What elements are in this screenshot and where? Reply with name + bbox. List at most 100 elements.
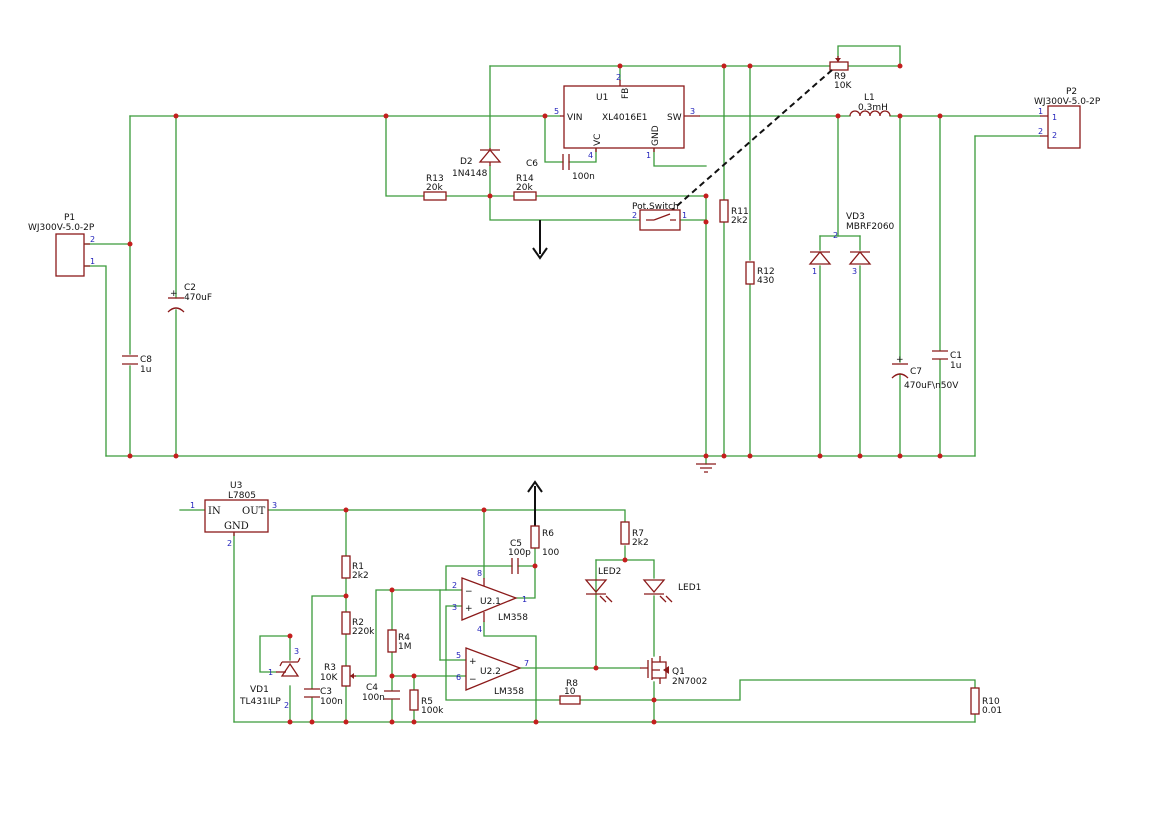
opamp-u2-2: U2.2 LM358 + − 5 6 7 xyxy=(456,647,529,697)
r14-value: 20k xyxy=(516,183,533,193)
arrow-down xyxy=(532,220,548,260)
u3-pin3: 3 xyxy=(272,501,277,510)
u22-pin6: 6 xyxy=(456,673,461,682)
c4-ref: C4 xyxy=(366,683,378,693)
q1-value: 2N7002 xyxy=(672,677,707,687)
capacitor-c5: C5 100p xyxy=(508,539,531,574)
resistor-r1: R1 2k2 xyxy=(341,555,369,581)
led2-ref: LED2 xyxy=(598,567,621,577)
r14-ref: R14 xyxy=(516,174,534,184)
c7-ref: C7 xyxy=(910,367,922,377)
pot-switch-pin1: 1 xyxy=(682,211,687,220)
u21-pin1: 1 xyxy=(522,595,527,604)
r2-ref: R2 xyxy=(352,618,364,628)
r3-ref: R3 xyxy=(324,663,336,673)
vd3-pin3: 3 xyxy=(852,267,857,276)
pot-switch-pin2: 2 xyxy=(632,211,637,220)
c8-ref: C8 xyxy=(140,355,152,365)
u22-pin5: 5 xyxy=(456,651,461,660)
u21-plus: + xyxy=(465,604,473,614)
r7-value: 2k2 xyxy=(632,538,649,548)
r11-ref: R11 xyxy=(731,207,749,217)
p1-pin2: 2 xyxy=(90,235,95,244)
opamp-u2-1: U2.1 LM358 − + 2 3 1 8 4 xyxy=(452,569,528,634)
u1-value: XL4016E1 xyxy=(602,113,648,123)
r12-ref: R12 xyxy=(757,267,775,277)
vd1-value: TL431ILP xyxy=(239,697,281,707)
potentiometer-r3: R3 10K xyxy=(320,663,356,687)
resistor-r5: R5 100k xyxy=(409,689,444,716)
r1-value: 2k2 xyxy=(352,571,369,581)
capacitor-c8: C8 1u xyxy=(122,355,152,375)
c5-ref: C5 xyxy=(510,539,522,549)
p1-ref: P1 xyxy=(64,213,75,223)
resistor-r13: R13 20k xyxy=(423,174,447,201)
r10-value: 0.01 xyxy=(982,706,1002,716)
pot-switch: Pot.Switch 2 1 xyxy=(632,202,687,231)
r7-ref: R7 xyxy=(632,529,644,539)
u22-ref: U2.2 xyxy=(480,667,501,677)
r13-value: 20k xyxy=(426,183,443,193)
r9-ref: R9 xyxy=(834,72,846,82)
capacitor-c7: + C7 470uF\n50V xyxy=(891,355,959,391)
c1-ref: C1 xyxy=(950,351,962,361)
r6-value: 100 xyxy=(542,548,559,558)
vd1-pin3: 3 xyxy=(294,647,299,656)
r13-ref: R13 xyxy=(426,174,444,184)
inductor-l1: L1 0.3mH xyxy=(849,93,891,117)
r6-ref: R6 xyxy=(542,529,554,539)
c2-polarity: + xyxy=(170,289,178,299)
c6-ref: C6 xyxy=(526,159,538,169)
u3-out-label: OUT xyxy=(242,506,266,517)
c5-value: 100p xyxy=(508,548,531,558)
resistor-r8: R8 10 xyxy=(559,679,581,705)
u1-gnd-label: GND xyxy=(651,125,661,146)
u22-minus: − xyxy=(469,675,477,685)
mosfet-q1: Q1 2N7002 xyxy=(640,656,707,687)
vd3-pin2: 2 xyxy=(833,231,838,240)
u1-ref: U1 xyxy=(596,93,608,103)
c6-value: 100n xyxy=(572,172,595,182)
r11-value: 2k2 xyxy=(731,216,748,226)
ground-symbol xyxy=(696,463,716,473)
u3-gnd-label: GND xyxy=(224,521,249,532)
p2-value: WJ300V-5.0-2P xyxy=(1034,97,1101,107)
c4-value: 100n xyxy=(362,693,385,703)
resistor-r12: R12 430 xyxy=(745,261,775,286)
resistor-r7: R7 2k2 xyxy=(620,521,649,548)
vd1-ref: VD1 xyxy=(250,685,269,695)
u3-value: L7805 xyxy=(228,491,256,501)
u1-pin3: 3 xyxy=(690,107,695,116)
r9-value: 10K xyxy=(834,81,852,91)
u21-pin4: 4 xyxy=(477,625,482,634)
r8-value: 10 xyxy=(564,687,576,697)
capacitor-c3: C3 100n xyxy=(304,687,343,707)
u1-pin2: 2 xyxy=(616,73,621,82)
c7-value: 470uF\n50V xyxy=(904,381,959,391)
u21-ref: U2.1 xyxy=(480,597,501,607)
junctions xyxy=(127,63,943,725)
reference-vd1-tl431: VD1 TL431ILP 1 3 2 xyxy=(239,647,301,710)
arrow-up xyxy=(527,480,543,526)
resistor-r4: R4 1M xyxy=(387,629,412,653)
u3-pin1: 1 xyxy=(190,501,195,510)
r2-value: 220k xyxy=(352,627,375,637)
l1-ref: L1 xyxy=(864,93,875,103)
u3-in-label: IN xyxy=(208,506,221,517)
p2-pin2: 2 xyxy=(1038,127,1043,136)
r5-ref: R5 xyxy=(421,697,433,707)
resistor-r6: R6 100 xyxy=(530,525,559,558)
resistor-r2: R2 220k xyxy=(341,611,375,637)
c8-value: 1u xyxy=(140,365,151,375)
u21-pin2: 2 xyxy=(452,581,457,590)
pot-switch-ref: Pot.Switch xyxy=(632,202,679,212)
u21-pin8: 8 xyxy=(477,569,482,578)
p1-value: WJ300V-5.0-2P xyxy=(28,223,95,233)
r1-ref: R1 xyxy=(352,562,364,572)
c1-value: 1u xyxy=(950,361,961,371)
u1-pin4: 4 xyxy=(588,151,593,160)
c7-polarity: + xyxy=(896,355,904,365)
p2-pin1-inner: 1 xyxy=(1052,113,1057,122)
regulator-u3-l7805: U3 L7805 IN OUT GND 1 3 2 xyxy=(190,481,277,548)
